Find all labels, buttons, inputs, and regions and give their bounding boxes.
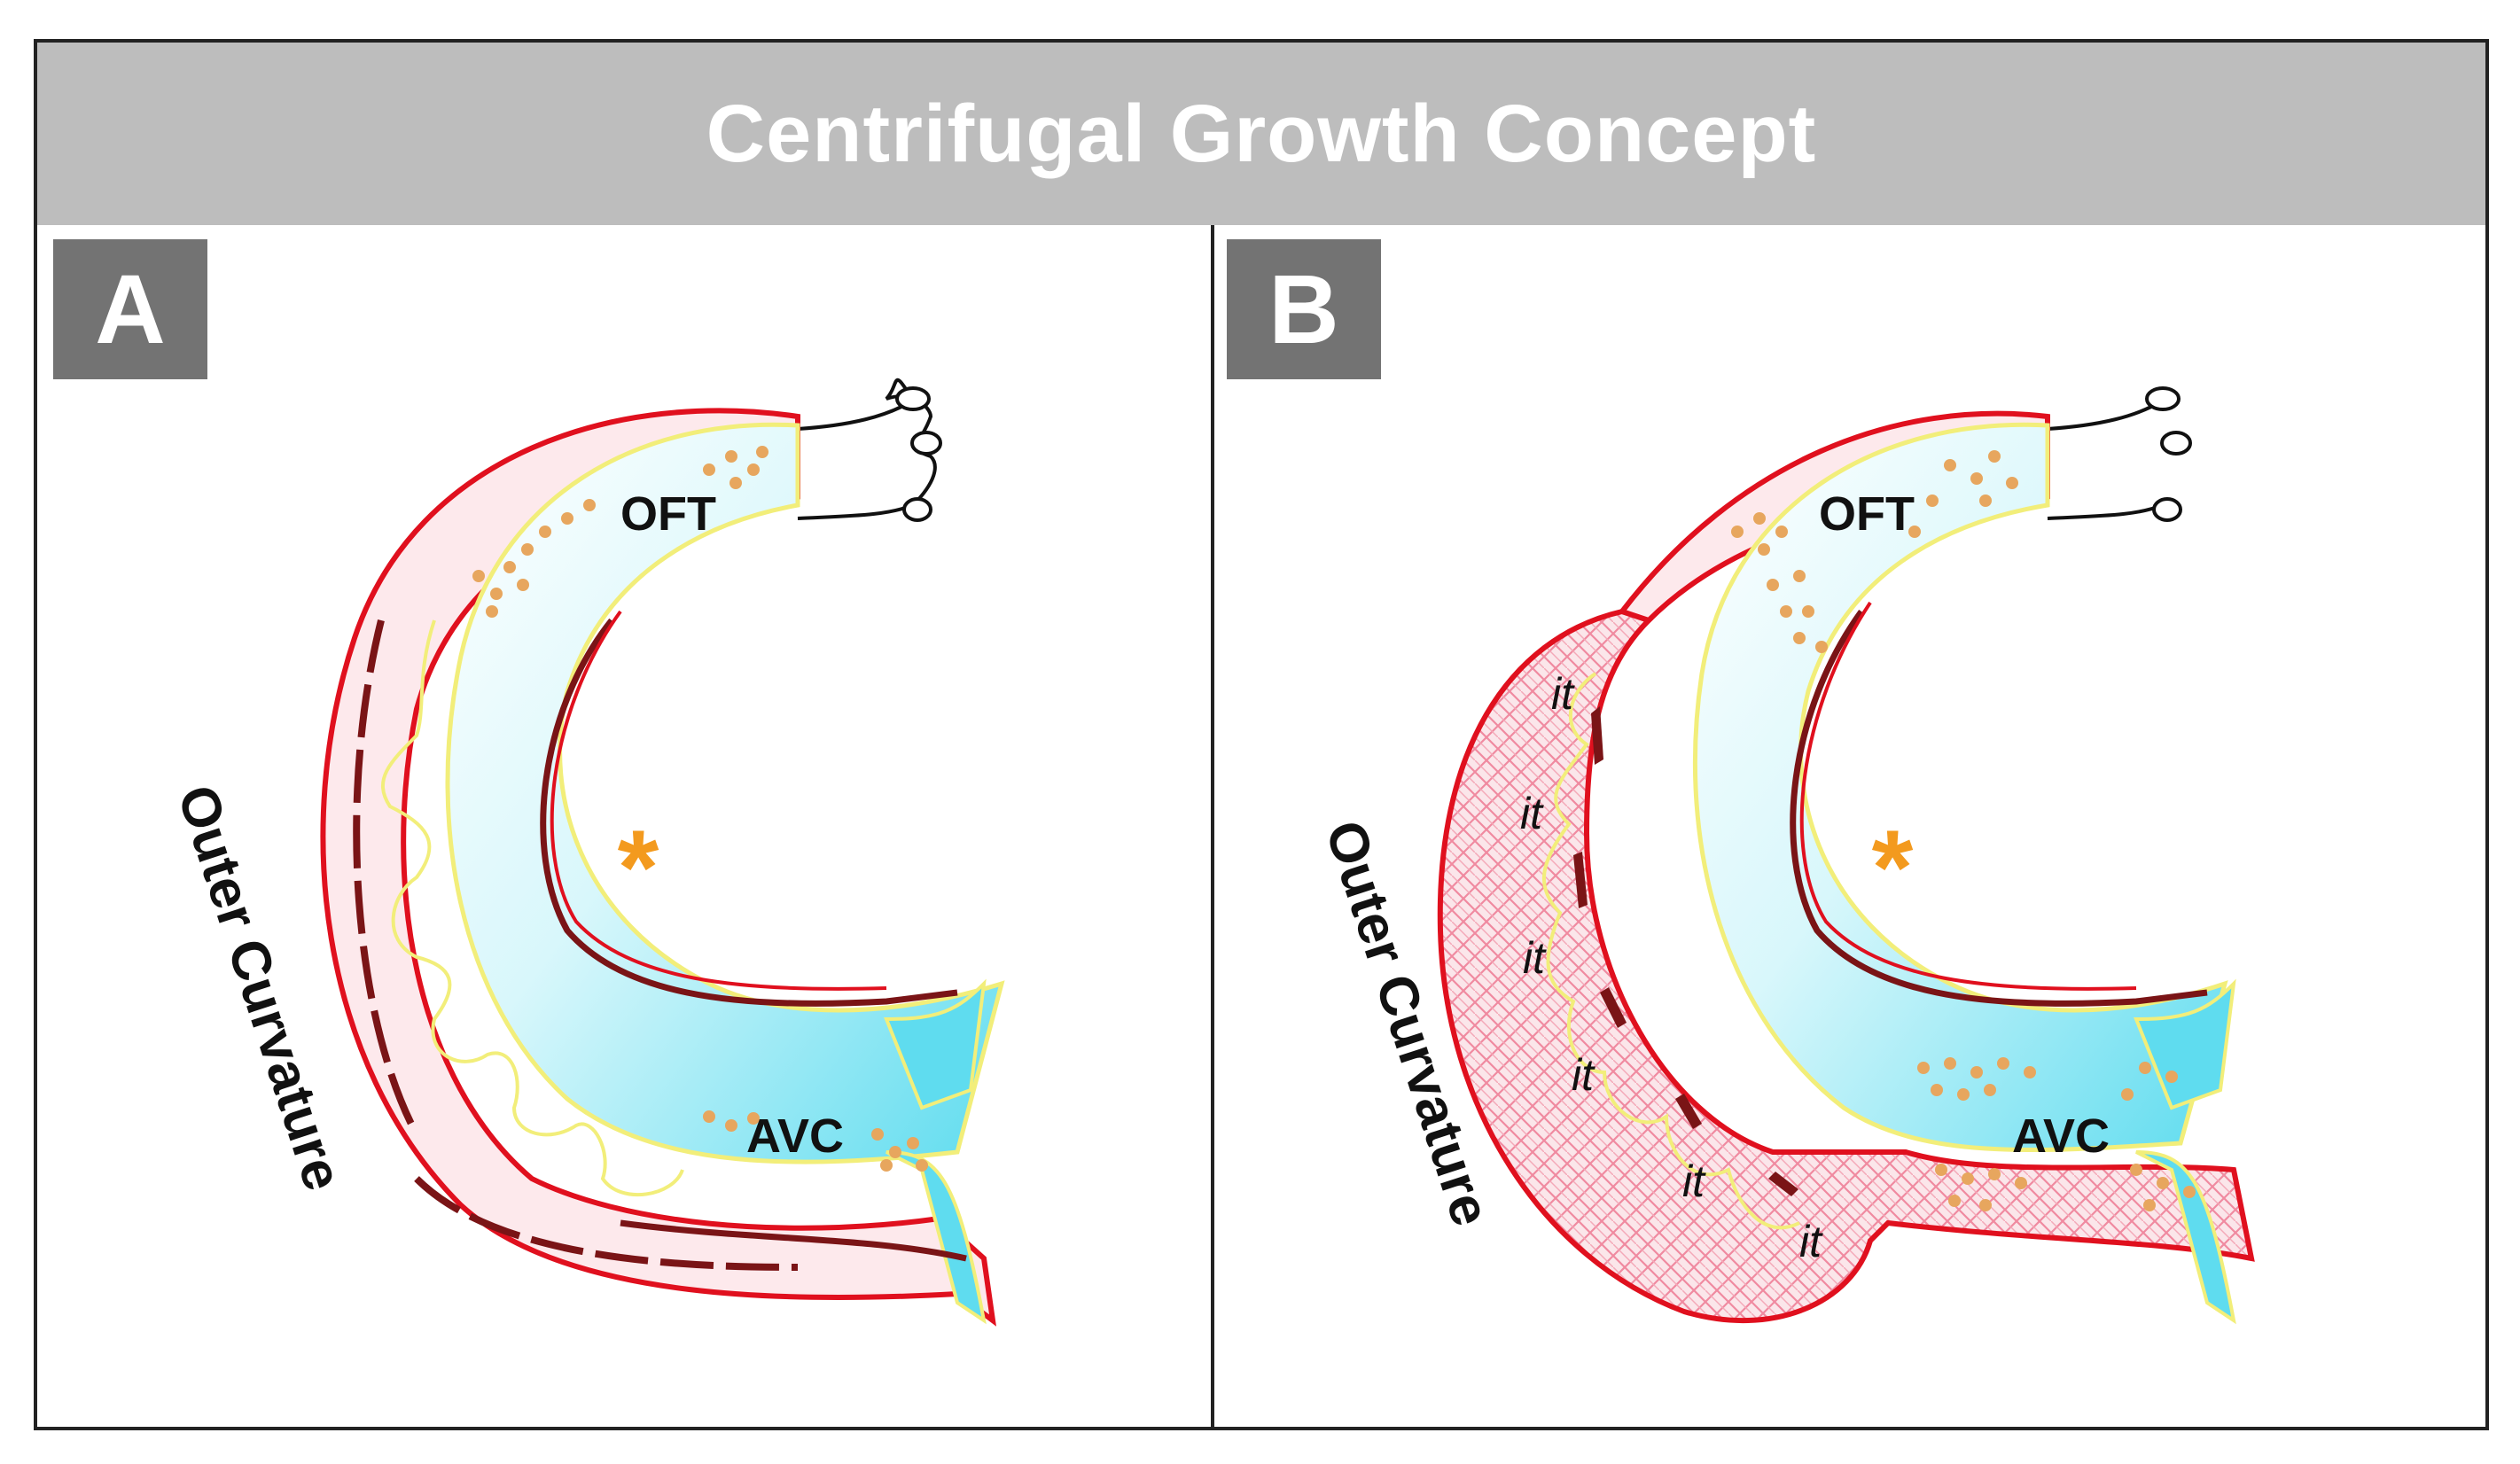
panel-a-asterisk: * xyxy=(618,808,659,927)
panel-a-oft-tube-end xyxy=(885,378,937,507)
panel-b-inner-curvature xyxy=(1790,609,2208,1007)
panel-b-asterisk: * xyxy=(1872,808,1914,927)
panel-b-trabecular-wall xyxy=(1437,608,2255,1324)
panel-b-oft-tube xyxy=(2047,399,2165,520)
panel-a-avc-cushion-dots xyxy=(703,1110,928,1172)
panel-a-inner-curvature xyxy=(540,618,958,1007)
panel-b-it-label: it xyxy=(1572,1050,1595,1100)
panel-a-heart: OFT AVC * Outer Curvature xyxy=(166,378,1005,1327)
panel-b-avc-label: AVC xyxy=(2012,1110,2110,1163)
panel-a-avc-upper xyxy=(884,978,987,1110)
panel-b-avc-lower xyxy=(2135,1150,2236,1325)
panel-a-trabeculae xyxy=(380,619,684,1197)
title-bar: Centrifugal Growth Concept xyxy=(37,43,2485,225)
panel-b-it-label: it xyxy=(1551,669,1575,719)
panel-divider xyxy=(1211,225,1214,1430)
panel-a-avc-label: AVC xyxy=(746,1110,844,1163)
panel-a-compact-layer xyxy=(353,619,799,1271)
panel-b-oft-label: OFT xyxy=(1819,487,1915,541)
panel-b-heart: OFT AVC * Outer Curvature it it it it it… xyxy=(1314,386,2255,1325)
panel-b-it-label: it xyxy=(1523,933,1547,983)
panel-a-avc-lower xyxy=(886,1150,987,1325)
panel-b-avc-upper xyxy=(2134,978,2236,1110)
panel-b-it-label: it xyxy=(1799,1217,1823,1266)
panel-b-lumen xyxy=(1692,422,2228,1153)
panel-b-avc-cushion-dots xyxy=(1917,1057,2196,1211)
figure-title: Centrifugal Growth Concept xyxy=(706,88,1817,179)
panel-b-it-label: it xyxy=(1682,1156,1706,1206)
panel-b-badge: B xyxy=(1227,239,1381,379)
panel-b-it-label: it xyxy=(1520,789,1544,838)
panel-b-trabeculae xyxy=(1541,672,1800,1230)
panel-a-oft-cushion-dots xyxy=(472,446,768,618)
panel-b-oft-cushion-dots xyxy=(1731,450,2018,653)
panel-a-oft-tube xyxy=(797,399,915,520)
panel-b-trabecular-tips xyxy=(1573,706,1798,1196)
panel-a-oft-label: OFT xyxy=(620,487,716,541)
panel-a-badge: A xyxy=(53,239,207,379)
